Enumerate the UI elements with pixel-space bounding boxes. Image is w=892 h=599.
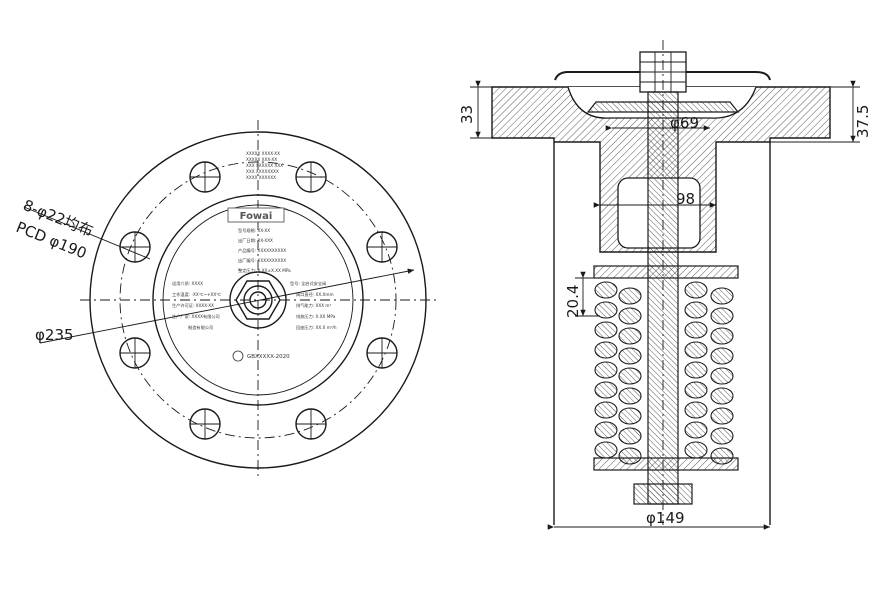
dim-20-4: 20.4 bbox=[564, 271, 600, 318]
standard-code: GBXXXXX-2020 bbox=[247, 354, 290, 360]
plate-right-line: 阀口直径: XX.Xmm bbox=[296, 291, 334, 298]
dim-69: φ69 bbox=[605, 114, 710, 132]
bolt-hole bbox=[366, 337, 398, 369]
spring-coil-section bbox=[618, 367, 642, 385]
dim-98: 98 bbox=[593, 190, 716, 208]
bolt-hole bbox=[295, 408, 327, 440]
spring-coil-section bbox=[710, 427, 734, 445]
spring-top-plate bbox=[593, 265, 739, 279]
top-view: Fowai XXXXX XXXX-XX XXXXX XXX-XX XXX XXX… bbox=[14, 120, 436, 480]
plate-line: 出厂日期: XX-XXX bbox=[238, 237, 273, 244]
hex-nut bbox=[229, 271, 287, 329]
dim-37-5: 37.5 bbox=[770, 80, 872, 143]
spring-coil-section bbox=[684, 301, 708, 319]
dim-69-label: φ69 bbox=[670, 114, 699, 132]
plate-top-line: XXXXX XXXX-XX bbox=[246, 151, 280, 156]
spring-coil-section bbox=[594, 281, 618, 299]
plate-top-line: XXX XXXXXX XXX bbox=[246, 163, 283, 168]
dim-20-4-label: 20.4 bbox=[564, 285, 582, 318]
spring-coil-section bbox=[710, 307, 734, 325]
spring-coil-section bbox=[684, 361, 708, 379]
plate-right-lines: 型号: 全启式安全阀 阀口直径: XX.Xmm 排气能力: XXX m³ 排放压… bbox=[290, 280, 337, 331]
bolt-hole bbox=[366, 231, 398, 263]
annotations-left: 8-φ22均布 PCD φ190 φ235 bbox=[14, 196, 415, 344]
bolt-holes bbox=[119, 161, 398, 440]
bolt-hole bbox=[189, 408, 221, 440]
spring-coil-section bbox=[684, 441, 708, 459]
spring-coil-section bbox=[710, 347, 734, 365]
spring-coil-section bbox=[710, 387, 734, 405]
spring-coil-section bbox=[710, 367, 734, 385]
spring-coils-right bbox=[684, 281, 734, 465]
spring-coil-section bbox=[618, 447, 642, 465]
spring-coil-section bbox=[618, 287, 642, 305]
plate-line: 型号规格: XX-XX bbox=[238, 227, 270, 234]
spring-coil-section bbox=[710, 447, 734, 465]
brand-logo-box bbox=[227, 207, 285, 223]
plate-line: 出厂编号: XXXXXXXXXX bbox=[238, 257, 286, 264]
bolt-hole bbox=[295, 161, 327, 193]
bolt-hole-leader bbox=[23, 206, 151, 260]
plate-top-lines: XXXXX XXXX-XX XXXXX XXX-XX XXX XXXXXX XX… bbox=[246, 151, 283, 180]
spring-coil-section bbox=[594, 401, 618, 419]
plate-top-line: XXX XXXXXXXX bbox=[246, 169, 279, 174]
spring-coil-section bbox=[594, 341, 618, 359]
spring-coil-section bbox=[684, 321, 708, 339]
plate-right-line: 型号: 全启式安全阀 bbox=[290, 280, 326, 287]
spring-coil-section bbox=[684, 421, 708, 439]
spring-coil-section bbox=[618, 347, 642, 365]
standard-circle-icon bbox=[232, 350, 244, 362]
plate-left-line: 制造有限公司 bbox=[188, 324, 213, 331]
standard-mark: GBXXXXX-2020 bbox=[232, 350, 290, 362]
dim-37-5-label: 37.5 bbox=[854, 105, 872, 138]
bolt-hole bbox=[189, 161, 221, 193]
plate-top-line: XXXX XXXXXX bbox=[246, 175, 276, 180]
spring-coil-section bbox=[594, 381, 618, 399]
plate-right-line: 回座压力: XX.X m³/h bbox=[296, 324, 337, 331]
spring-coil-section bbox=[684, 281, 708, 299]
dim-33-label: 33 bbox=[458, 105, 476, 124]
spring-coil-section bbox=[618, 427, 642, 445]
bottom-nut bbox=[633, 483, 693, 505]
plate-left-lines: 适用介质: XXXX 工作温度: -XX℃~+XX℃ 生产许可证: XXXX-X… bbox=[172, 280, 221, 331]
dim-33: 33 bbox=[458, 80, 492, 139]
spring-coil-section bbox=[684, 341, 708, 359]
plate-center-lines: 型号规格: XX-XX 出厂日期: XX-XXX 产品编号: XXXXXXXXX… bbox=[238, 227, 291, 274]
plate-left-line: 适用介质: XXXX bbox=[172, 280, 203, 287]
spring-coil-section bbox=[594, 441, 618, 459]
outer-diameter-label: φ235 bbox=[35, 326, 74, 344]
nameplate: Fowai XXXXX XXXX-XX XXXXX XXX-XX XXX XXX… bbox=[172, 151, 337, 362]
spring-coil-section bbox=[684, 401, 708, 419]
bolt-hole bbox=[119, 337, 151, 369]
spring-coil-section bbox=[594, 361, 618, 379]
spring-coils-left bbox=[594, 281, 642, 465]
brand-logo: Fowai bbox=[240, 211, 273, 222]
plate-right-line: 排气能力: XXX m³ bbox=[296, 302, 332, 309]
spring-coil-section bbox=[618, 407, 642, 425]
spring-coil-section bbox=[618, 387, 642, 405]
outer-diameter-leader bbox=[39, 268, 415, 344]
spring-coil-section bbox=[684, 381, 708, 399]
plate-left-line: 生产许可证: XXXX-XX bbox=[172, 302, 214, 309]
plate-left-line: 生产厂家: XXXX有限公司 bbox=[172, 313, 220, 320]
dim-149: φ149 bbox=[547, 509, 770, 530]
spring-coil-section bbox=[618, 307, 642, 325]
plate-left-line: 工作温度: -XX℃~+XX℃ bbox=[172, 291, 221, 298]
plate-right-line: 排放压力: X.XX MPa bbox=[296, 313, 336, 320]
spring-coil-section bbox=[594, 301, 618, 319]
spring-coil-section bbox=[710, 287, 734, 305]
section-view: 33 37.5 φ69 98 20.4 φ149 bbox=[458, 40, 872, 530]
dim-98-label: 98 bbox=[676, 190, 695, 208]
spring-coil-section bbox=[594, 421, 618, 439]
plate-top-line: XXXXX XXX-XX bbox=[246, 157, 277, 162]
dim-149-label: φ149 bbox=[646, 509, 685, 527]
plate-line: 整定压力: X.XX±X.XX MPa bbox=[238, 267, 291, 274]
spring-coil-section bbox=[594, 321, 618, 339]
spring-coil-section bbox=[710, 327, 734, 345]
plate-line: 产品编号: XXXXXXXXXX bbox=[238, 247, 286, 254]
spring-coil-section bbox=[710, 407, 734, 425]
spring-coil-section bbox=[618, 327, 642, 345]
